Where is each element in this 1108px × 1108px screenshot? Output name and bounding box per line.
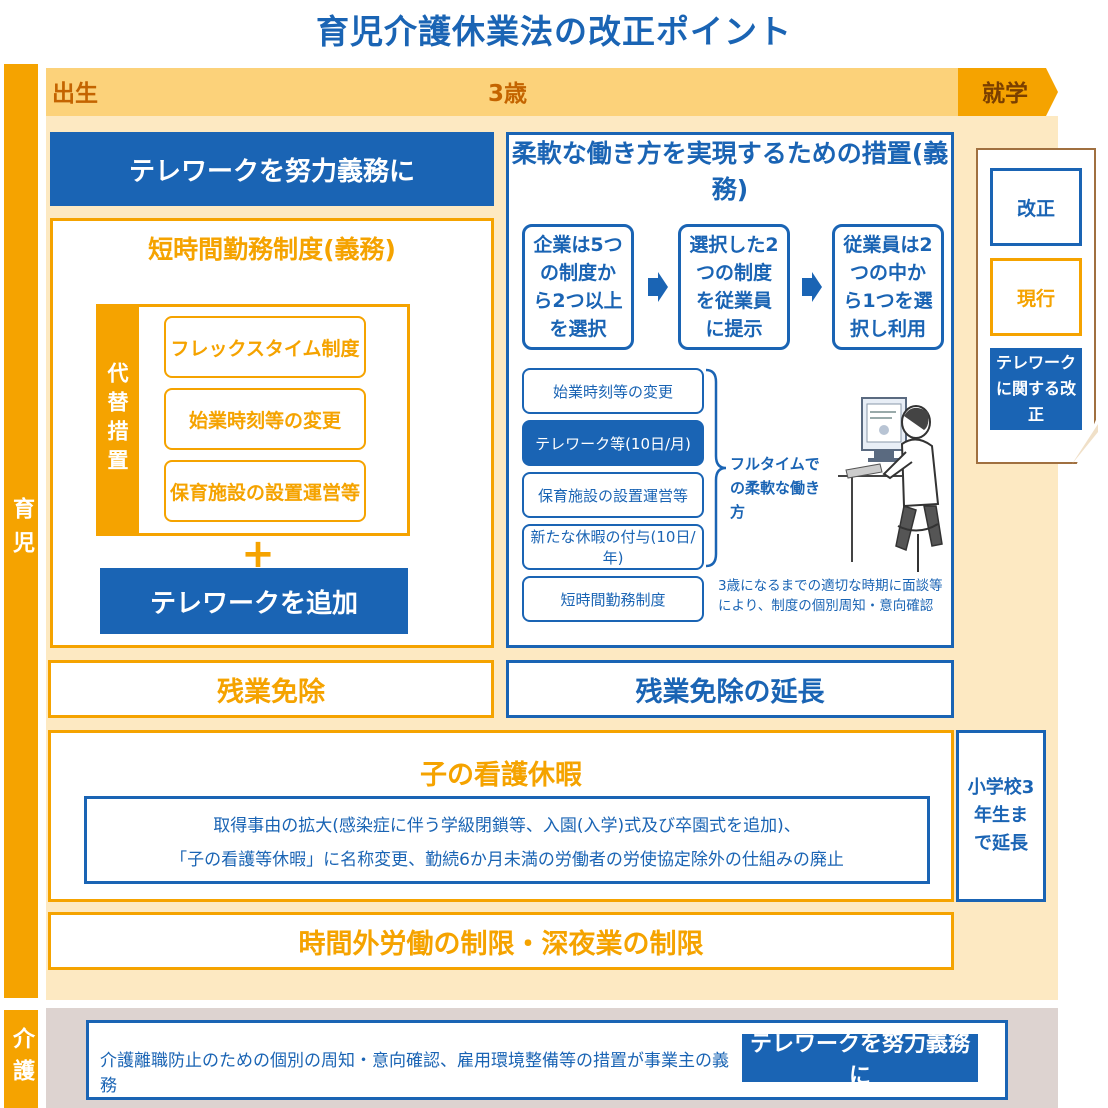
child-nursing-detail-box: [84, 796, 930, 884]
child-nursing-detail-line2: 「子の看護等休暇」に名称変更、勤続6か月未満の労働者の労使協定除外の仕組みの廃止: [170, 849, 844, 870]
overtime-exempt-box: 残業免除: [48, 660, 494, 718]
step-company-selects: 企業は5つの制度から2つ以上を選択: [522, 224, 634, 350]
arrow-right-icon: [648, 272, 668, 302]
legend-revised: 改正: [990, 168, 1082, 246]
legend-telework: テレワークに関する改正: [990, 348, 1082, 430]
sidebar-kaigo-label: 介護: [9, 1027, 34, 1091]
interview-note: 3歳になるまでの適切な時期に面談等により、制度の個別周知・意向確認: [718, 578, 943, 614]
overtime-night-limit-box: 時間外労働の制限・深夜業の制限: [48, 912, 954, 970]
step-employee-chooses: 従業員は2つの中から1つを選択し利用: [832, 224, 944, 350]
fulltime-flexible-label: フルタイムでの柔軟な働き方: [730, 455, 821, 521]
timeline-bar: [46, 68, 958, 116]
alt-measures-label-bar: 代替措置: [96, 304, 138, 536]
overtime-extend-box: 残業免除の延長: [506, 660, 954, 718]
care-section-box: [86, 1020, 1008, 1100]
option-start-time: 始業時刻等の変更: [522, 368, 704, 414]
sidebar-kaigo: 介護: [4, 1010, 38, 1108]
sidebar-ikuji-label: 育児: [9, 497, 34, 565]
alt-measures-label: 代替措置: [105, 362, 129, 478]
grade3-extension-box: 小学校3年生まで延長: [956, 730, 1046, 902]
brace-icon: [705, 368, 727, 568]
child-nursing-leave-title: 子の看護休暇: [420, 759, 582, 791]
option-new-leave: 新たな休暇の付与(10日/年): [522, 524, 704, 570]
flex-measures-title: 柔軟な働き方を実現するための措置(義務): [511, 139, 949, 204]
timeline-arrow-head: [958, 68, 1058, 116]
alt-item-flextime: フレックスタイム制度: [164, 316, 366, 378]
timeline-age3: 3歳: [488, 81, 528, 107]
alt-item-start-time: 始業時刻等の変更: [164, 388, 366, 450]
alt-item-childcare-facility: 保育施設の設置運営等: [164, 460, 366, 522]
sidebar-ikuji: 育児: [4, 64, 38, 998]
option-childcare-facility: 保育施設の設置運営等: [522, 472, 704, 518]
legend-current: 現行: [990, 258, 1082, 336]
page-title: 育児介護休業法の改正ポイント: [316, 12, 792, 51]
timeline-birth: 出生: [52, 81, 98, 107]
option-short-time: 短時間勤務制度: [522, 576, 704, 622]
short-time-work-title: 短時間勤務制度(義務): [148, 235, 396, 264]
telework-duty-banner: テレワークを努力義務に: [50, 132, 494, 206]
step-present-to-employees: 選択した2つの制度を従業員に提示: [678, 224, 790, 350]
child-nursing-detail-line1: 取得事由の拡大(感染症に伴う学級閉鎖等、入園(入学)式及び卒園式を追加)、: [213, 815, 801, 836]
person-at-computer-illustration: [838, 397, 943, 572]
telework-add-banner: テレワークを追加: [100, 568, 408, 634]
care-obligation-text: 介護離職防止のための個別の周知・意向確認、雇用環境整備等の措置が事業主の義務: [100, 1051, 729, 1096]
option-telework: テレワーク等(10日/月): [522, 420, 704, 466]
arrow-right-icon: [802, 272, 822, 302]
care-telework-banner: テレワークを努力義務に: [742, 1032, 978, 1089]
timeline-school: 就学: [982, 81, 1028, 107]
